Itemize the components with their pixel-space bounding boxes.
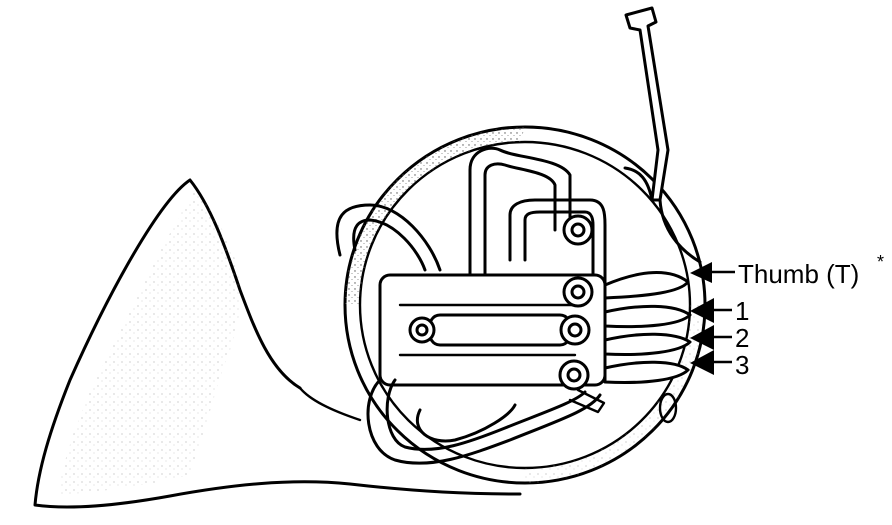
key2-label: 2 (735, 323, 749, 353)
key3-label: 3 (735, 350, 749, 380)
thumb-pointer-arrow (690, 262, 735, 283)
labels: Thumb (T) * 1 2 3 (735, 252, 884, 380)
key1-label: 1 (735, 296, 749, 326)
mouthpiece-leadpipe (625, 8, 700, 262)
valve-levers (605, 273, 690, 383)
thumb-asterisk: * (877, 252, 884, 272)
thumb-label: Thumb (T) (738, 259, 859, 289)
french-horn-illustration (35, 8, 705, 507)
